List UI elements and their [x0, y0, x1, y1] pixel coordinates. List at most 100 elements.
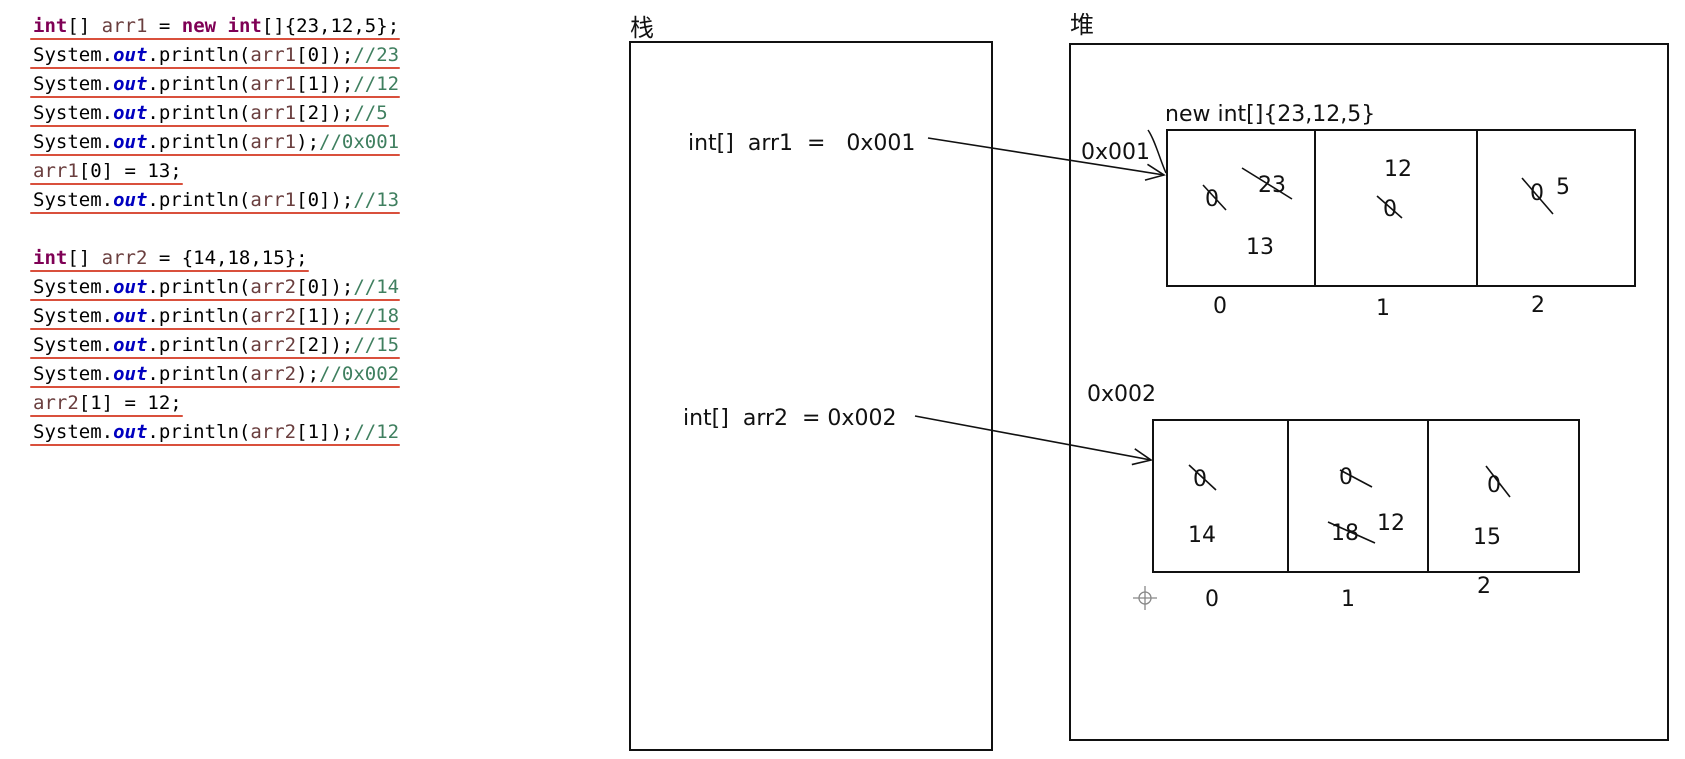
array1-box	[1166, 129, 1636, 287]
code-token: arr2	[250, 421, 297, 443]
code-underline	[30, 67, 401, 69]
array2-cell2-old-value: 0	[1487, 473, 1501, 498]
code-token: arr2	[250, 305, 297, 327]
code-token: out	[113, 73, 148, 95]
code-token: out	[113, 305, 148, 327]
array2-address: 0x002	[1087, 382, 1156, 407]
code-token: //12	[353, 73, 400, 95]
stack-var-arr1: int[] arr1 = 0x001	[688, 131, 915, 156]
code-token: //13	[353, 189, 400, 211]
code-token: arr2	[250, 276, 297, 298]
code-token: arr1	[101, 15, 148, 37]
code-token: arr1	[250, 44, 297, 66]
array2-cell2-value: 15	[1473, 525, 1501, 550]
code-underline	[30, 154, 401, 156]
code-token: = {14,18,15};	[147, 247, 308, 269]
code-line: System.out.println(arr2);//0x002	[30, 360, 401, 389]
code-token: new	[181, 15, 217, 37]
code-token: //23	[353, 44, 400, 66]
code-line: int[] arr2 = {14,18,15};	[30, 244, 399, 273]
strike-mark	[1202, 184, 1227, 211]
arrow-arr1-to-heap	[927, 137, 1166, 181]
code-token: [2]);	[296, 334, 354, 356]
code-token: .println(	[147, 73, 251, 95]
array1-cell0-old-value: 0	[1205, 187, 1219, 212]
code-token: []{23,12,5};	[261, 15, 400, 37]
stack-box	[629, 41, 993, 751]
code-listing: int[] arr1 = new int[]{23,12,5};System.o…	[30, 12, 401, 447]
code-line: arr2[1] = 12;	[30, 389, 399, 418]
code-underline	[30, 96, 401, 98]
code-token: int	[227, 15, 262, 37]
code-token: //12	[353, 421, 400, 443]
array1-cell1-value: 12	[1384, 157, 1412, 182]
code-underline	[30, 38, 401, 40]
code-token: //5	[353, 102, 388, 124]
code-token: []	[67, 15, 102, 37]
code-line: int[] arr1 = new int[]{23,12,5};	[30, 12, 401, 41]
array2-index-1: 1	[1341, 587, 1355, 612]
code-token: [1] = 12;	[78, 392, 182, 414]
code-underline	[30, 328, 401, 330]
strike-mark	[1339, 469, 1373, 488]
code-token: .println(	[147, 305, 251, 327]
code-underline	[30, 125, 389, 127]
array2-index-0: 0	[1205, 587, 1219, 612]
code-underline	[30, 415, 183, 417]
crosshair-cursor-icon	[1133, 586, 1157, 610]
strike-mark	[1241, 167, 1293, 200]
code-token: System.	[33, 102, 114, 124]
code-line: arr1[0] = 13;	[30, 157, 399, 186]
code-token: System.	[33, 44, 114, 66]
code-token: out	[113, 44, 148, 66]
code-token: arr1	[250, 73, 297, 95]
code-underline	[30, 212, 401, 214]
code-token: System.	[33, 73, 114, 95]
code-token: [0]);	[296, 189, 354, 211]
code-token: [1]);	[296, 421, 354, 443]
strike-mark	[1188, 464, 1217, 491]
code-token: [1]);	[296, 305, 354, 327]
code-token: .println(	[147, 276, 251, 298]
code-token: System.	[33, 363, 114, 385]
code-token: //18	[353, 305, 400, 327]
code-underline	[30, 386, 401, 388]
code-token: System.	[33, 334, 114, 356]
code-token: .println(	[147, 189, 251, 211]
code-token: System.	[33, 305, 114, 327]
strike-mark	[1376, 195, 1403, 219]
code-line: System.out.println(arr2[2]);//15	[30, 331, 401, 360]
stack-var-arr2: int[] arr2 = 0x002	[683, 406, 896, 431]
code-token: [0] = 13;	[78, 160, 182, 182]
arrow-arr2-to-heap	[914, 415, 1153, 466]
array1-cell1-old-value: 0	[1383, 197, 1397, 222]
code-line: System.out.println(arr1[2]);//5	[30, 99, 399, 128]
array2-box	[1152, 419, 1580, 573]
code-token: int	[33, 15, 68, 37]
code-token: arr1	[250, 102, 297, 124]
array1-cell2-value: 5	[1556, 175, 1570, 200]
array2-cell0-value: 14	[1188, 523, 1216, 548]
code-line: System.out.println(arr1[0]);//13	[30, 186, 401, 215]
heap-title: 堆	[1070, 11, 1094, 39]
strike-mark	[1327, 521, 1376, 544]
code-token: //15	[353, 334, 400, 356]
code-token: .println(	[147, 334, 251, 356]
code-underline	[30, 183, 183, 185]
array1-index-2: 2	[1531, 293, 1545, 318]
array1-cell0-value: 13	[1246, 235, 1274, 260]
code-token: arr1	[33, 160, 79, 182]
code-token: arr2	[250, 334, 297, 356]
code-token: [2]);	[296, 102, 354, 124]
code-token: System.	[33, 421, 114, 443]
array1-label: new int[]{23,12,5}	[1165, 102, 1375, 127]
code-token: out	[113, 334, 148, 356]
code-token: System.	[33, 131, 114, 153]
code-token: System.	[33, 276, 114, 298]
array2-cell1-value: 12	[1377, 511, 1405, 536]
code-token: arr2	[250, 363, 297, 385]
code-token: arr1	[250, 189, 297, 211]
code-line: System.out.println(arr2[0]);//14	[30, 273, 401, 302]
code-token: .println(	[147, 102, 251, 124]
code-line: System.out.println(arr1[1]);//12	[30, 70, 401, 99]
